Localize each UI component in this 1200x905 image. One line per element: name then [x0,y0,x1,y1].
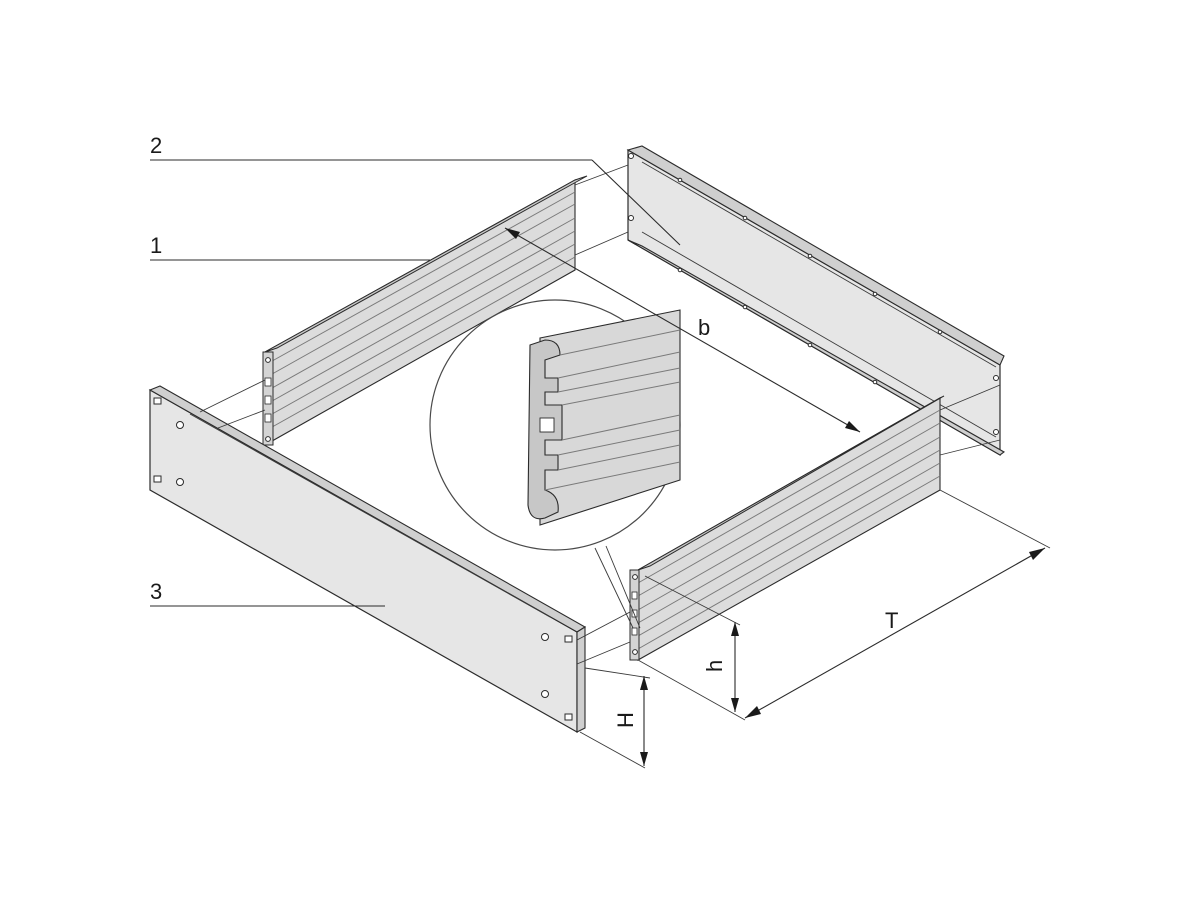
callout-1-label: 1 [150,233,162,258]
side-profile-rear [262,175,588,446]
callout-leaders [150,159,681,607]
dimension-h-label: h [702,660,727,672]
dimension-b [504,227,861,433]
dimension-T-label: T [885,608,898,633]
dimension-h [644,575,741,712]
rear-panel [626,145,1006,457]
dimension-T [637,489,1051,721]
profile-detail-zoom [429,299,681,629]
dimension-H-label: H [613,712,638,728]
dimension-b-label: b [698,315,710,340]
callout-3-label: 3 [150,579,162,604]
dimension-H [579,667,651,769]
assembly-guide-lines [199,164,1001,665]
callout-2-label: 2 [150,133,162,158]
front-panel [148,385,587,734]
